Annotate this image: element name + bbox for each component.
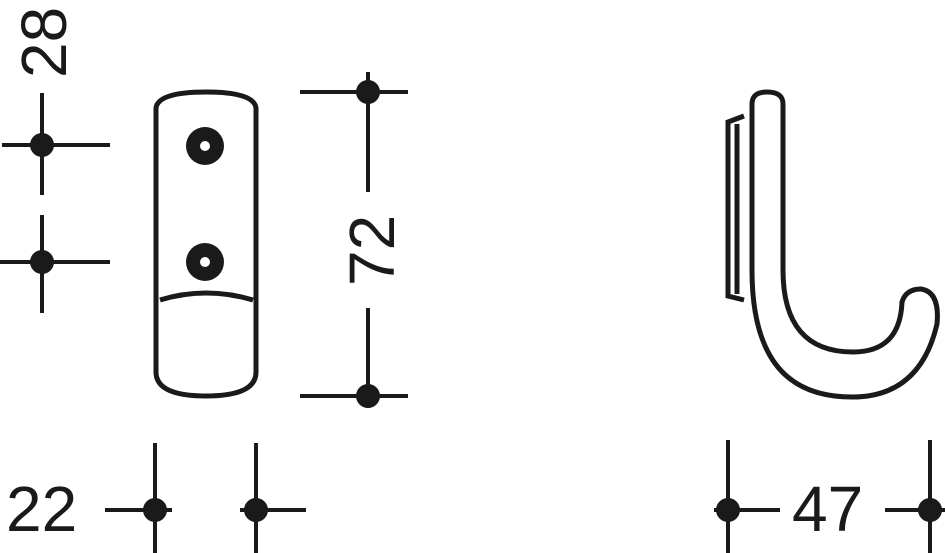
front-plate-outline [153,89,259,399]
wall-plate-outline [725,113,745,303]
dim-22-arrow-right [244,498,268,522]
mounting-hole-top [186,127,224,165]
dim-28-arrow-bottom [30,250,54,274]
front-plate-hook-tip-edge [159,290,254,303]
dimension-hole-spacing-label: 28 [8,7,80,78]
front-view [153,89,259,399]
dim-47-arrow-right [918,498,942,522]
dimension-height-label: 72 [336,215,408,286]
dimension-depth-label: 47 [792,473,863,545]
dimension-hole-spacing: 28 [0,7,110,313]
dim-22-arrow-left [143,498,167,522]
side-view [725,89,940,400]
dim-28-arrow-top [30,133,54,157]
dimension-width: 22 [6,443,306,553]
hook-outline [749,89,940,400]
dim-47-arrow-left [716,498,740,522]
mounting-hole-bottom [186,243,224,281]
dim-72-arrow-top [356,80,380,104]
dimension-width-label: 22 [6,473,77,545]
dimension-depth: 47 [714,440,945,553]
dimension-height: 72 [300,72,408,408]
dim-72-arrow-bottom [356,384,380,408]
